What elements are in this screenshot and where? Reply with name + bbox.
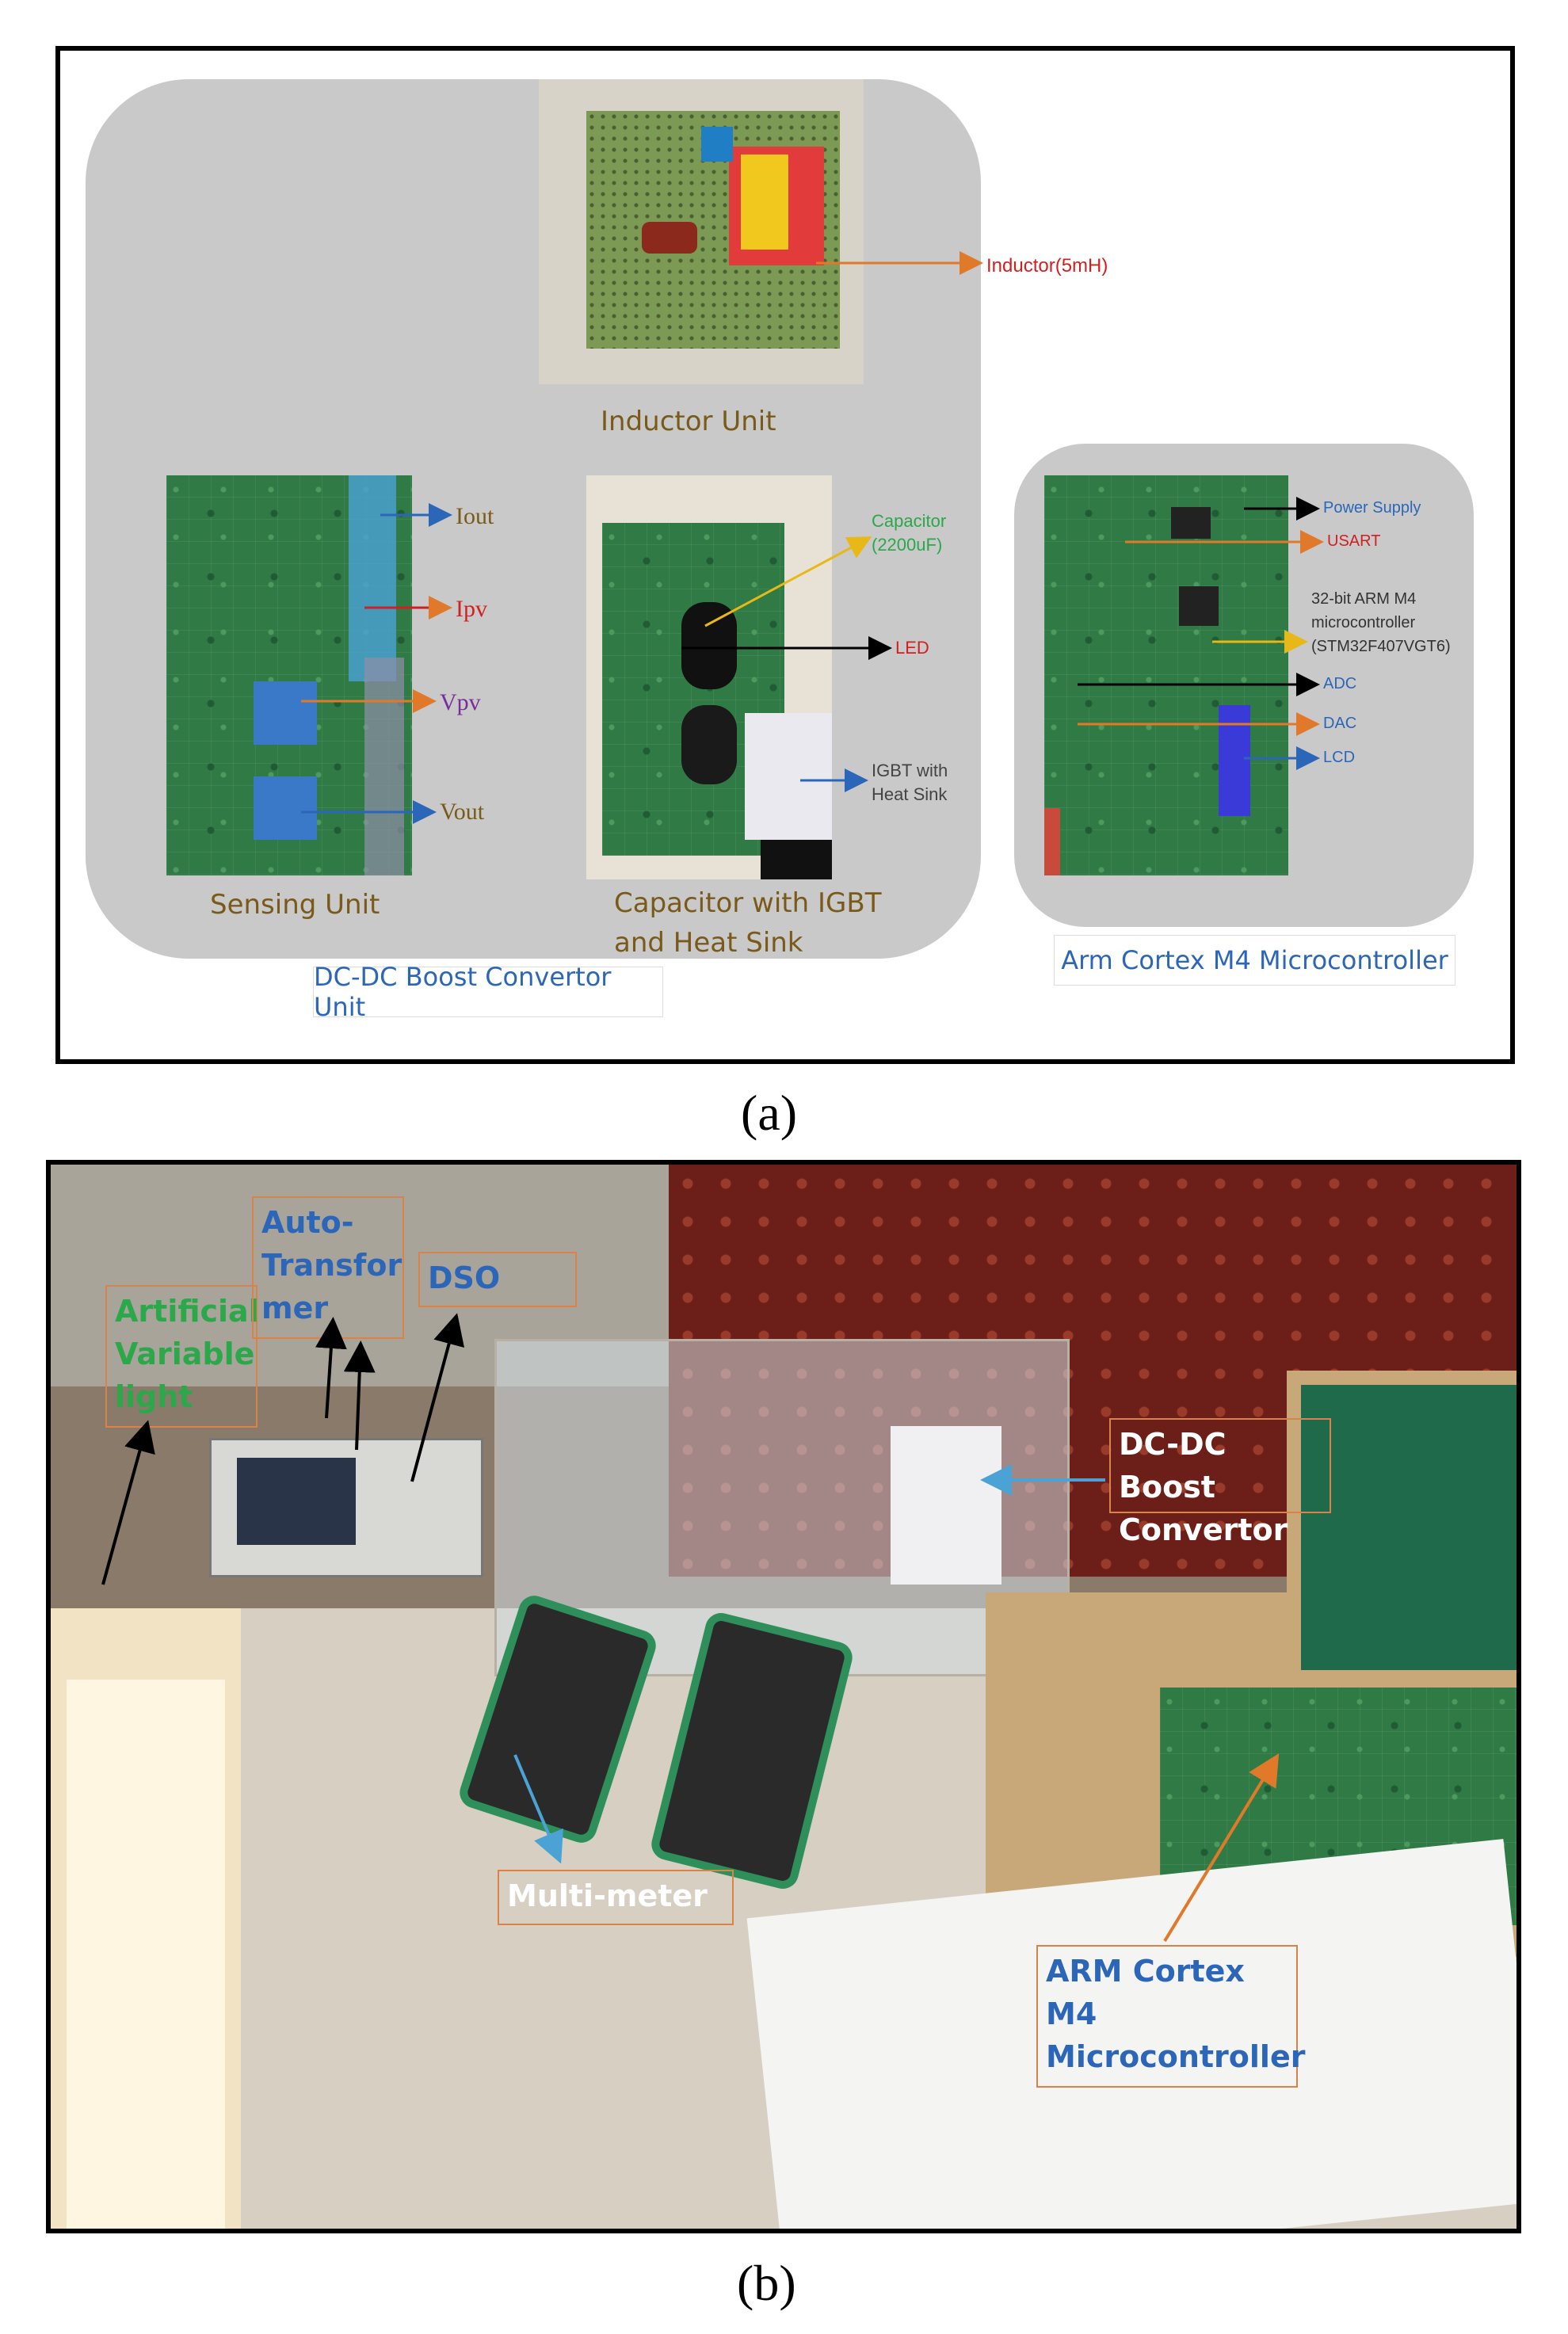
inductor-unit-photo [539,79,864,384]
arm-cortex-line-1: ARM Cortex [1046,1954,1245,1989]
sensing-unit-photo [166,475,412,875]
artificial-light-line-2: Variable [115,1337,255,1371]
inductor-unit-caption: Inductor Unit [601,406,776,437]
arm-cortex-label: ARM Cortex M4 Microcontroller [1036,1945,1306,2088]
arm-cortex-line-3: Microcontroller [1046,2039,1306,2074]
dcdc-boost-label: DC-DC Boost Convertor [1109,1418,1331,1547]
multimeter-text: Multi-meter [507,1878,708,1913]
sensing-unit-caption: Sensing Unit [210,889,380,921]
dac-label: DAC [1323,715,1357,732]
artificial-light-line-3: light [115,1379,193,1414]
arm-label-1: 32-bit ARM M4 [1311,590,1417,608]
capacitor-unit-photo [586,475,832,879]
capacitor-label-1: Capacitor [872,511,947,531]
dcdc-boost-line-1: DC-DC Boost [1119,1427,1227,1505]
igbt-label-1: IGBT with [872,761,948,780]
figure-a-caption: (a) [741,1085,798,1141]
vpv-label: Vpv [440,689,481,715]
adc-label: ADC [1323,675,1357,692]
dso-label: DSO [418,1252,577,1307]
usart-label: USART [1327,532,1381,550]
capacitor-unit-caption-2: and Heat Sink [614,927,803,959]
igbt-label-2: Heat Sink [872,784,948,804]
power-supply-label: Power Supply [1323,499,1421,517]
arm-cortex-line-2: M4 [1046,1996,1097,2031]
artificial-light-line-1: Artificial [115,1294,259,1329]
vout-label: Vout [440,799,485,825]
arm-unit-caption: Arm Cortex M4 Microcontroller [1054,935,1455,986]
auto-transformer-line-1: Auto- [261,1205,354,1240]
inductor-label: Inductor(5mH) [986,255,1108,276]
dcdc-boost-line-2: Convertor [1119,1512,1288,1547]
arm-label-3: (STM32F407VGT6) [1311,638,1451,655]
figure-b-frame [46,1160,1521,2233]
dso-text: DSO [428,1260,501,1295]
led-label: LED [895,638,929,658]
figure-b-caption: (b) [737,2255,796,2311]
multimeter-label: Multi-meter [498,1870,734,1925]
capacitor-unit-caption-1: Capacitor with IGBT [614,887,882,919]
arm-label-2: microcontroller [1311,614,1416,631]
artificial-light-label: Artificial Variable light [105,1285,259,1428]
lcd-label: LCD [1323,749,1356,766]
capacitor-label-2: (2200uF) [872,535,943,555]
auto-transformer-line-2: Transfor [261,1248,402,1283]
dcdc-unit-caption: DC-DC Boost Convertor Unit [313,962,663,1022]
iout-label: Iout [456,503,494,529]
ipv-label: Ipv [456,596,487,622]
figure-a-arrows [301,251,1324,824]
